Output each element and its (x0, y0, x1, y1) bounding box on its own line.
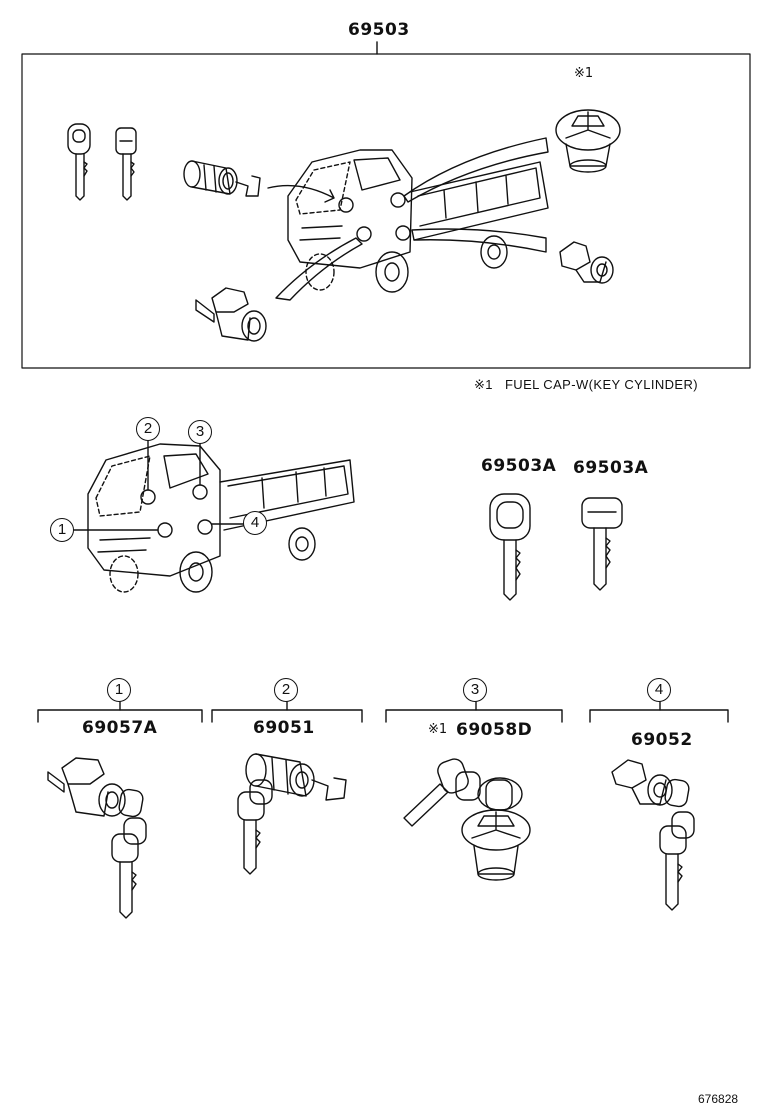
key-transponder-icon (489, 493, 531, 601)
component-69058d-icon (403, 758, 531, 881)
component-part-number-1: 69057A (82, 718, 158, 738)
location-callout-2: 2 (136, 417, 160, 441)
fuel-cap-note-label: FUEL CAP-W(KEY CYLINDER) (504, 377, 699, 392)
component-index-3: 3 (463, 678, 487, 702)
component-marker-3: ※1 (428, 722, 448, 737)
fuel-cap-note-marker: ※1 (474, 377, 493, 392)
component-69052-icon (611, 759, 695, 911)
component-part-number-4: 69052 (631, 730, 693, 750)
frame-door-cylinder-left-icon (195, 287, 267, 342)
component-index-4: 4 (647, 678, 671, 702)
component-index-1: 1 (107, 678, 131, 702)
component-69051-icon (237, 753, 347, 875)
frame-ignition-cylinder-icon (183, 160, 261, 197)
frame-door-cylinder-right-icon (559, 241, 614, 284)
assembly-part-number: 69503 (348, 20, 410, 40)
component-index-2: 2 (274, 678, 298, 702)
location-callout-3: 3 (188, 420, 212, 444)
key-plain-part-number: 69503A (573, 458, 649, 478)
figure-reference: 676828 (698, 1092, 739, 1106)
frame-plain-key-icon (115, 127, 137, 201)
fuel-cap-marker: ※1 (574, 66, 594, 81)
location-callout-1: 1 (50, 518, 74, 542)
component-part-number-3: 69058D (456, 720, 533, 740)
key-plain-icon (581, 497, 623, 591)
assembly-frame (21, 41, 751, 369)
location-callout-4: 4 (243, 511, 267, 535)
frame-truck-icon (287, 149, 549, 293)
key-transponder-part-number: 69503A (481, 456, 557, 476)
frame-arrows (267, 137, 549, 301)
fuel-cap-note: ※1 FUEL CAP-W(KEY CYLINDER) (474, 377, 698, 393)
component-part-number-2: 69051 (253, 718, 315, 738)
frame-transponder-key-icon (67, 123, 91, 201)
frame-fuel-cap-icon (555, 109, 621, 173)
component-brackets (37, 701, 729, 723)
component-69057a-icon (47, 757, 147, 919)
locations-truck-icon (73, 439, 355, 593)
